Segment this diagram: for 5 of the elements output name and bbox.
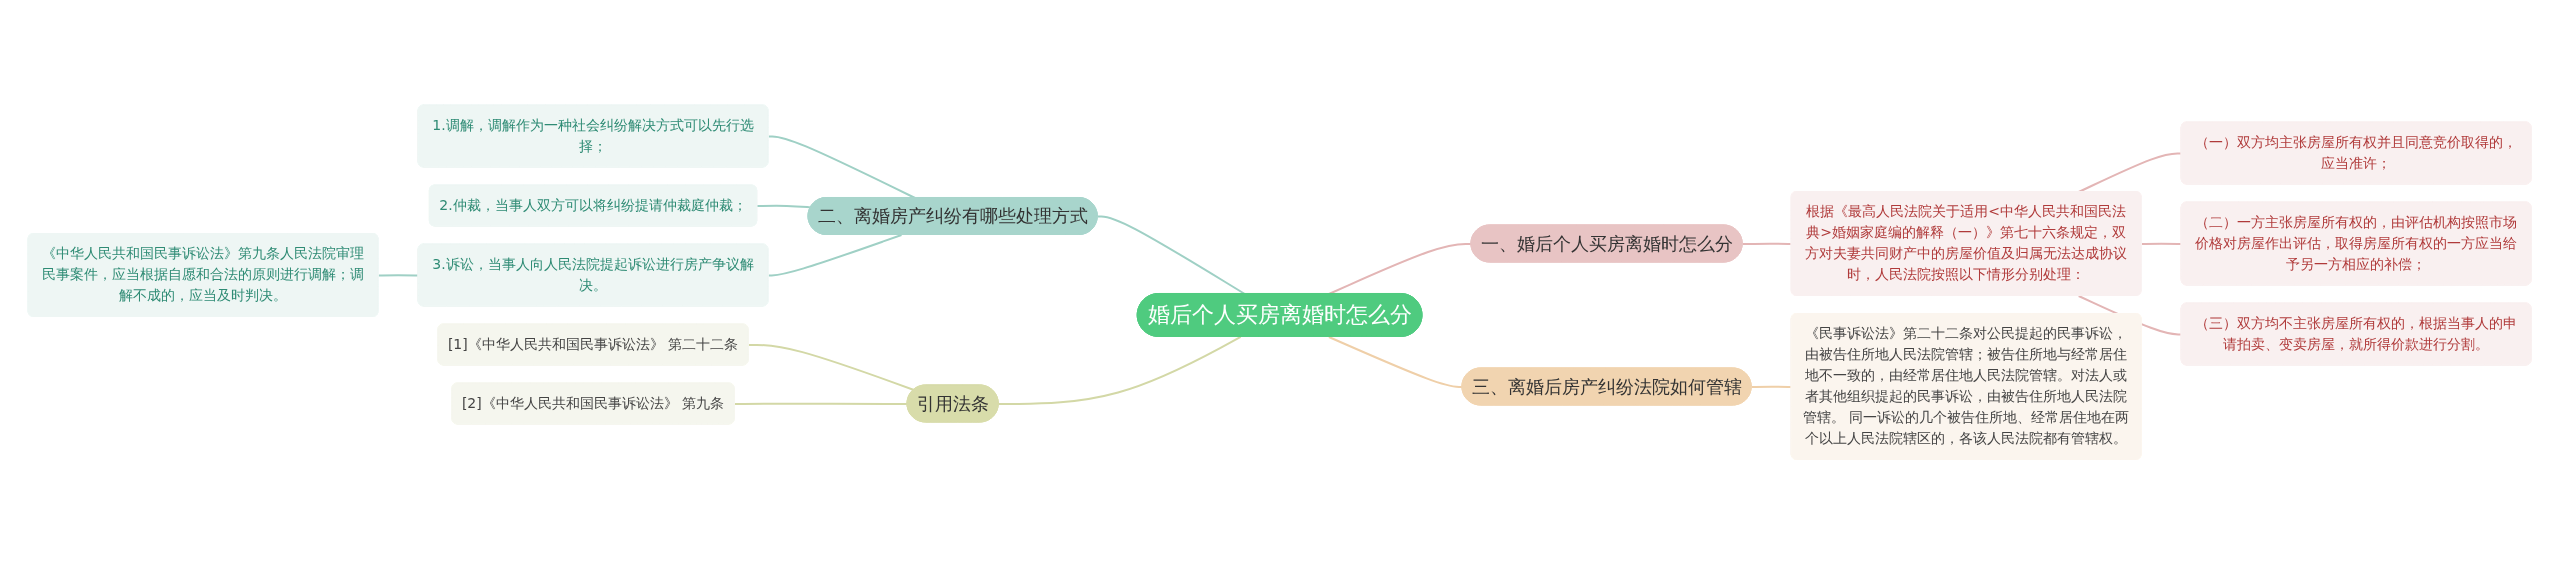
connector (767, 234, 903, 277)
connector (998, 336, 1243, 406)
connector (377, 274, 420, 277)
connector (1328, 336, 1464, 389)
connector (734, 402, 909, 406)
